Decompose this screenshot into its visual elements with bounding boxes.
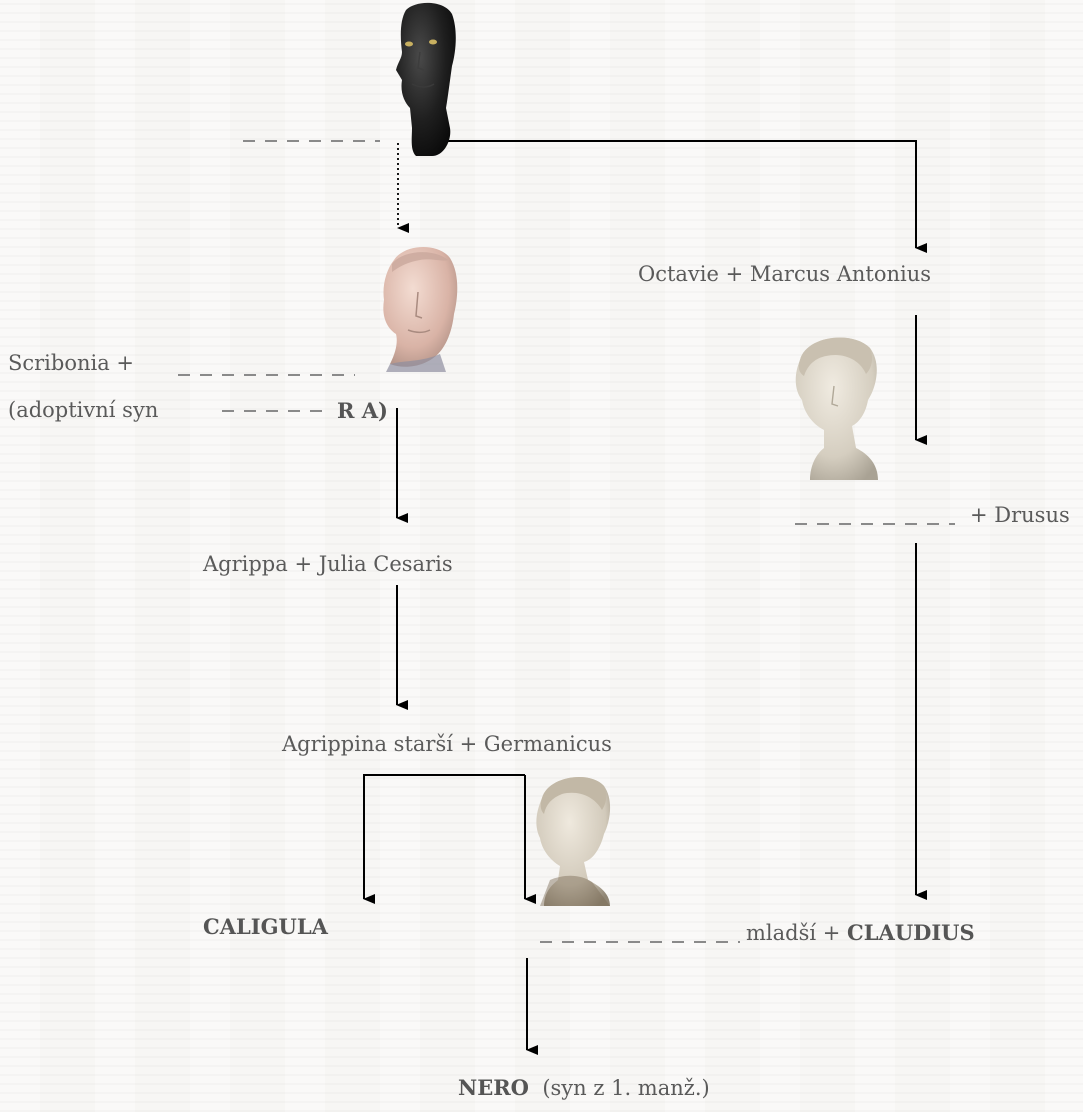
bronze-head-caesar-icon [396,2,456,156]
nero-name: NERO [458,1075,529,1100]
claudius-name: CLAUDIUS [847,920,975,945]
drusus-label: + Drusus [970,503,1070,527]
adoptive-son-bold-text: R A) [337,398,388,423]
marble-bust-antonia-icon [795,337,878,480]
claudius-label: mladší + CLAUDIUS [746,922,975,944]
adoptive-son-label-prefix: (adoptivní syn [8,398,159,422]
agrippina-to-caligula-line [363,774,525,904]
octavie-marcus-antonius-label: Octavie + Marcus Antonius [638,262,932,286]
caesar-to-octavie-line [443,140,927,253]
caligula-name: CALIGULA [203,914,328,939]
nero-label: NERO (syn z 1. manž.) [458,1077,710,1099]
agrippa-julia-label: Agrippa + Julia Cesaris [203,552,453,576]
scribonia-label: Scribonia + [8,351,135,375]
caligula-label: CALIGULA [203,916,328,938]
nero-note: (syn z 1. manž.) [542,1076,710,1100]
marble-head-augustus-icon [383,246,458,372]
adoptive-son-label-bold: R A) [337,400,388,422]
marble-bust-caligula-icon [536,776,611,906]
mladsi-text: mladší + [746,921,841,945]
agrippina-germanicus-label: Agrippina starší + Germanicus [282,732,612,756]
